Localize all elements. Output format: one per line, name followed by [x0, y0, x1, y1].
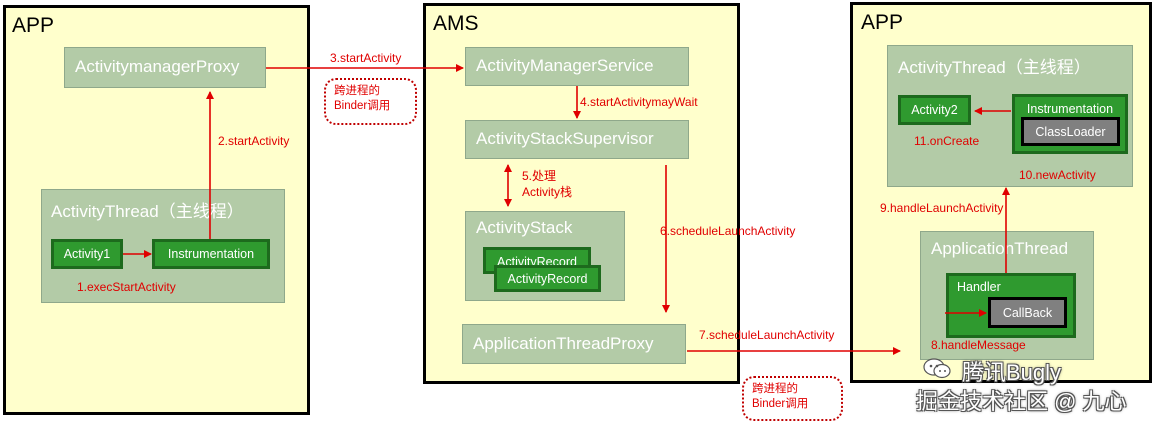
- step-2-label: 2.startActivity: [218, 134, 290, 148]
- step-3-label: 3.startActivity: [330, 51, 402, 65]
- instrumentation-left-box: Instrumentation: [152, 239, 270, 269]
- activity1-box: Activity1: [51, 239, 123, 269]
- activity-manager-proxy: ActivitymanagerProxy: [64, 47, 266, 88]
- application-thread-proxy: ApplicationThreadProxy: [462, 324, 686, 364]
- activity-record-front: ActivityRecord: [494, 265, 601, 292]
- step-10-label: 10.newActivity: [1019, 168, 1096, 182]
- step-4-label: 4.startActivitymayWait: [580, 95, 698, 109]
- step-5-label: 5.处理 Activity栈: [522, 169, 573, 199]
- activity-manager-service: ActivityManagerService: [465, 47, 689, 86]
- ams-title: AMS: [433, 12, 479, 35]
- activity2-box: Activity2: [898, 95, 971, 125]
- activity-stack-supervisor: ActivityStackSupervisor: [465, 120, 689, 159]
- binder-call-bubble-bottom: 跨进程的 Binder调用: [742, 376, 843, 421]
- step-7-label: 7.scheduleLaunchActivity: [699, 328, 835, 342]
- watermark-line1: 腾讯Bugly: [962, 360, 1062, 385]
- app-left-title: APP: [12, 14, 55, 37]
- callback-box: CallBack: [988, 297, 1067, 328]
- step-9-label: 9.handleLaunchActivity: [880, 201, 1004, 215]
- class-loader-box: ClassLoader: [1021, 117, 1120, 146]
- watermark-icon: [922, 356, 952, 380]
- app-right-title: APP: [861, 11, 904, 34]
- watermark-line2: 掘金技术社区 @ 九心: [916, 389, 1127, 414]
- step-11-label: 11.onCreate: [914, 134, 980, 148]
- step-1-label: 1.execStartActivity: [77, 280, 176, 294]
- step-6-label: 6.scheduleLaunchActivity: [660, 224, 796, 238]
- binder-call-bubble-top: 跨进程的 Binder调用: [324, 78, 417, 125]
- step-8-label: 8.handleMessage: [931, 338, 1026, 352]
